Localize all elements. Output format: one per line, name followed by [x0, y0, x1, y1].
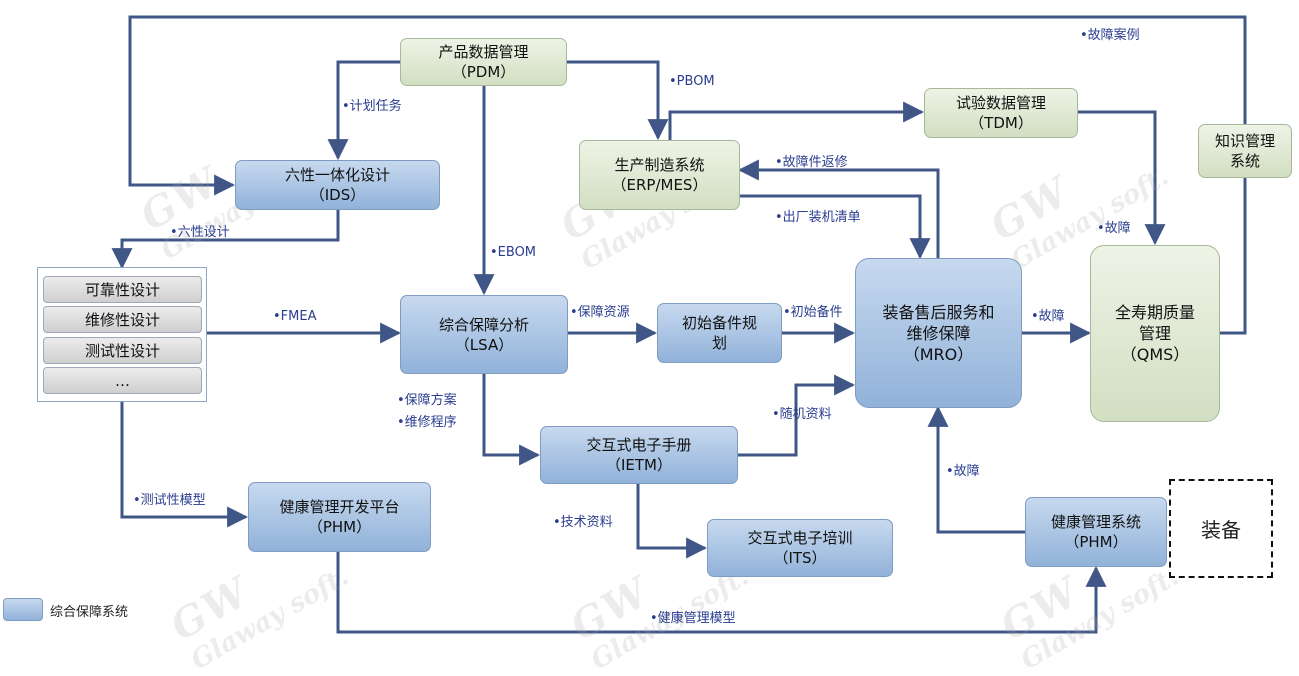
node-pdm-sub: （PDM） — [451, 63, 516, 81]
label-initial-spares: •初始备件 — [783, 305, 843, 320]
label-support-plan: •保障方案 — [397, 393, 457, 408]
node-phm-dev-title: 健康管理开发平台 — [279, 498, 400, 516]
node-lsa-title: 综合保障分析 — [438, 315, 529, 334]
node-phm-dev: 健康管理开发平台 （PHM） — [248, 482, 431, 552]
node-equipment: 装备 — [1169, 479, 1273, 578]
node-qms: 全寿期质量 管理 （QMS） — [1090, 245, 1220, 422]
node-lsa: 综合保障分析 （LSA） — [400, 295, 568, 374]
node-ietm-sub: （IETM） — [605, 456, 672, 474]
node-qms-line1: 全寿期质量 — [1114, 303, 1195, 322]
label-onboard-data: •随机资料 — [772, 407, 832, 422]
label-maint-procedure: •维修程序 — [397, 415, 457, 430]
arrow-ietm-to-its — [636, 484, 708, 559]
node-km-sub: 系统 — [1229, 152, 1260, 170]
node-its-sub: （ITS） — [773, 549, 827, 567]
node-erp-sub: （ERP/MES） — [611, 176, 708, 194]
node-its: 交互式电子培训 （ITS） — [707, 519, 893, 577]
label-fmea: •FMEA — [273, 309, 317, 324]
arrow-ids-to-design — [111, 210, 340, 270]
design-item-testability: 测试性设计 — [43, 337, 202, 364]
node-ids-title: 六性一体化设计 — [284, 166, 390, 184]
arrow-pdm-to-erp — [567, 60, 669, 141]
node-tdm-sub: （TDM） — [969, 114, 1033, 132]
label-fault-to-qms: •故障 — [1031, 309, 1065, 324]
label-ebom: •EBOM — [490, 245, 537, 260]
label-fault-to-qms-top: •故障 — [1097, 221, 1131, 236]
label-pbom: •PBOM — [669, 74, 715, 89]
node-mro-line2: 维修保障 — [906, 323, 971, 343]
node-initial-spares: 初始备件规 划 — [657, 303, 782, 363]
node-tdm: 试验数据管理 （TDM） — [924, 88, 1078, 138]
arrow-qms-to-km — [1220, 178, 1247, 335]
node-mro: 装备售后服务和 维修保障 （MRO） — [855, 258, 1022, 408]
arrow-phmdev-to-phmsys — [336, 552, 1107, 634]
arrow-phmsys-to-mro — [927, 405, 1025, 534]
legend-label: 综合保障系统 — [50, 605, 129, 620]
label-test-model: •测试性模型 — [133, 493, 206, 508]
label-tech-data: •技术资料 — [553, 515, 613, 530]
label-support-resource: •保障资源 — [570, 305, 630, 320]
label-fault-case: •故障案例 — [1080, 28, 1140, 43]
node-its-title: 交互式电子培训 — [747, 529, 853, 547]
node-ietm-title: 交互式电子手册 — [586, 436, 692, 454]
node-spares-title: 初始备件规 — [681, 314, 757, 332]
arrow-km-to-ids — [128, 15, 1247, 196]
node-spares-sub: 划 — [711, 334, 727, 352]
node-lsa-sub: （LSA） — [454, 335, 514, 354]
node-mro-line1: 装备售后服务和 — [882, 302, 995, 322]
arrow-pdm-to-ids — [327, 60, 400, 161]
node-qms-sub: （QMS） — [1120, 345, 1190, 364]
arrow-erp-to-mro — [740, 194, 931, 260]
design-item-more: … — [43, 367, 202, 394]
label-ex-factory-list: •出厂装机清单 — [775, 210, 861, 225]
label-fault-part-return: •故障件返修 — [775, 155, 848, 170]
node-mro-sub: （MRO） — [903, 344, 974, 364]
arrow-mro-to-erp — [737, 159, 940, 258]
arrow-tdm-to-qms — [1078, 110, 1166, 246]
node-phm-sys-title: 健康管理系统 — [1050, 513, 1141, 531]
arrow-lsa-to-ietm — [482, 374, 541, 466]
legend-swatch — [3, 598, 43, 621]
label-fault-from-phm: •故障 — [946, 464, 980, 479]
node-ids-sub: （IDS） — [309, 186, 366, 204]
connector-layer — [111, 15, 1247, 634]
arrow-ietm-to-mro — [738, 374, 856, 457]
label-plan-task: •计划任务 — [342, 99, 402, 114]
node-knowledge-mgmt: 知识管理 系统 — [1198, 124, 1292, 178]
node-phm-dev-sub: （PHM） — [307, 518, 372, 536]
arrow-design-to-phmdev — [120, 402, 249, 528]
design-item-maintainability: 维修性设计 — [43, 306, 202, 333]
node-pdm-title: 产品数据管理 — [438, 43, 529, 61]
node-ietm: 交互式电子手册 （IETM） — [540, 426, 738, 484]
node-tdm-title: 试验数据管理 — [955, 94, 1046, 112]
arrow-erp-to-tdm — [668, 101, 925, 140]
label-health-model: •健康管理模型 — [650, 611, 736, 626]
node-erp-title: 生产制造系统 — [614, 156, 705, 174]
node-ids: 六性一体化设计 （IDS） — [235, 160, 440, 210]
node-phm-sys-sub: （PHM） — [1064, 533, 1128, 551]
label-six-design: •六性设计 — [170, 225, 230, 240]
node-km-title: 知识管理 — [1214, 132, 1275, 150]
node-pdm: 产品数据管理 （PDM） — [400, 38, 567, 86]
node-erp: 生产制造系统 （ERP/MES） — [579, 140, 740, 210]
node-qms-line2: 管理 — [1138, 324, 1171, 343]
node-phm-sys: 健康管理系统 （PHM） — [1025, 497, 1167, 567]
design-item-reliability: 可靠性设计 — [43, 276, 202, 303]
